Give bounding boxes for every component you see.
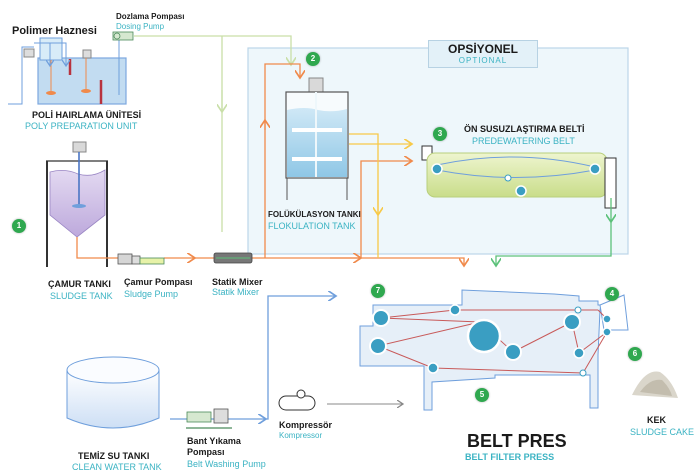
- poly-unit-label: POLİ HAIRLAMA ÜNİTESİ: [32, 110, 142, 120]
- belt-washing-pump-label-en: Belt Washing Pump: [187, 459, 266, 469]
- belt-press-title: BELT PRES: [467, 431, 567, 451]
- flocculation-tank: [285, 77, 349, 200]
- static-mixer-label: Statik Mixer: [212, 277, 263, 287]
- dosing-pump-label: Dozlama Pompası: [116, 12, 185, 21]
- badge-2: 2: [306, 52, 320, 66]
- badge-5: 5: [475, 388, 489, 402]
- badge-6: 6: [628, 347, 642, 361]
- static-mixer-label-en: Statik Mixer: [212, 287, 260, 297]
- flocculation-tank-label-en: FLOKULATION TANK: [268, 221, 356, 231]
- optional-label-box: OPSİYONEL OPTIONAL: [428, 40, 538, 68]
- sludge-cake-label: KEK: [647, 415, 667, 425]
- badge-4: 4: [605, 287, 619, 301]
- sludge-pump-icon: [117, 253, 165, 265]
- poly-preparation-unit: [8, 37, 127, 105]
- compressor-icon: [278, 389, 316, 411]
- sludge-tank: [46, 141, 108, 267]
- static-mixer-icon: [213, 252, 253, 264]
- predewatering-belt-label: ÖN SUSUZLAŞTIRMA BELTİ: [464, 124, 585, 134]
- belt-washing-pump-icon: [186, 408, 232, 429]
- flocculation-tank-label: FOLÜKÜLASYON TANKI: [268, 210, 361, 219]
- sludge-tank-label-en: SLUDGE TANK: [50, 291, 113, 301]
- poly-unit-label-en: POLY PREPARATION UNIT: [25, 121, 138, 131]
- sludge-cake-label-en: SLUDGE CAKE: [630, 427, 695, 437]
- compressor-label: Kompressör: [279, 420, 333, 430]
- badge-1: 1: [12, 219, 26, 233]
- sludge-line: [76, 237, 118, 259]
- optional-subtitle: OPTIONAL: [458, 56, 508, 65]
- predewatering-belt: [421, 145, 617, 209]
- belt-press-subtitle: BELT FILTER PRESS: [465, 452, 555, 462]
- sludge-tank-label: ÇAMUR TANKI: [48, 279, 111, 289]
- sludge-cake-pile: [632, 371, 678, 398]
- belt-washing-pump-label-2: Pompası: [187, 447, 225, 457]
- sludge-pump-label: Çamur Pompası: [124, 277, 193, 287]
- predewatering-belt-label-en: PREDEWATERING BELT: [472, 136, 575, 146]
- dosing-pump-icon: [112, 31, 134, 41]
- polymer-hopper-label: Polimer Haznesi: [12, 25, 97, 37]
- clean-water-tank-label-en: CLEAN WATER TANK: [72, 462, 162, 472]
- belt-washing-pump-label-1: Bant Yıkama: [187, 436, 241, 446]
- belt-press: [359, 289, 629, 411]
- polymer-line: [134, 35, 291, 65]
- badge-7: 7: [371, 284, 385, 298]
- dosing-pump-label-en: Dosing Pump: [116, 22, 165, 31]
- compressor-label-en: Kompressor: [279, 431, 323, 440]
- optional-title: OPSİYONEL: [447, 42, 518, 56]
- clean-water-tank-label: TEMİZ SU TANKI: [78, 451, 150, 461]
- clean-water-tank: [66, 356, 160, 429]
- badge-3: 3: [433, 127, 447, 141]
- sludge-pump-label-en: Sludge Pump: [124, 289, 179, 299]
